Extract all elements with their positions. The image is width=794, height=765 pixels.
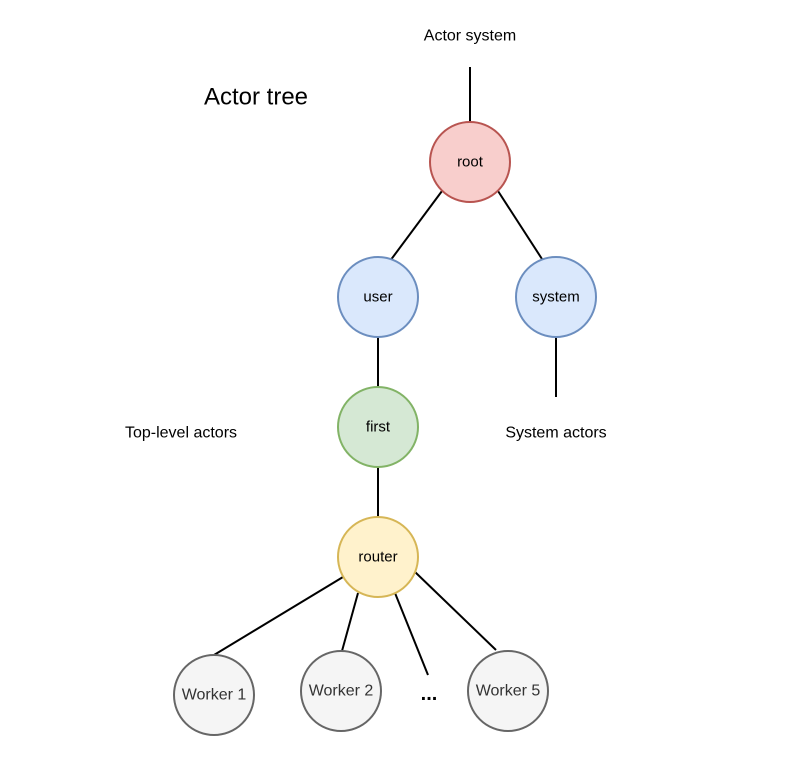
node-worker-1-label: Worker 1: [182, 687, 247, 704]
node-root: root: [429, 121, 511, 203]
node-first: first: [337, 386, 419, 468]
node-worker-5: Worker 5: [467, 650, 549, 732]
node-router-label: router: [358, 549, 397, 566]
node-root-circle: [429, 121, 511, 203]
node-user-circle: [337, 256, 419, 338]
node-system-label: system: [532, 289, 580, 306]
system-actors-label: System actors: [505, 425, 606, 442]
node-first-label: first: [366, 419, 391, 436]
node-worker-1: Worker 1: [173, 654, 255, 736]
node-first-circle: [337, 386, 419, 468]
node-worker-2: Worker 2: [300, 650, 382, 732]
node-router-circle: [337, 516, 419, 598]
node-system-circle: [515, 256, 597, 338]
node-worker-1-circle: [173, 654, 255, 736]
node-router: router: [337, 516, 419, 598]
actor-system-label: Actor system: [424, 28, 516, 45]
edge-router-worker2: [341, 592, 359, 652]
node-worker-5-label: Worker 5: [476, 683, 541, 700]
node-user: user: [337, 256, 419, 338]
edge-root-user: [389, 190, 443, 262]
node-worker-2-label: Worker 2: [309, 683, 374, 700]
diagram-title: Actor tree: [204, 84, 308, 111]
edge-router-worker1: [213, 576, 344, 656]
edge-root-system: [497, 190, 543, 260]
node-worker-5-circle: [467, 650, 549, 732]
node-root-label: root: [457, 154, 484, 171]
node-system: system: [515, 256, 597, 338]
edge-router-worker5: [413, 570, 497, 651]
top-level-actors-label: Top-level actors: [125, 425, 237, 442]
node-user-label: user: [363, 289, 392, 306]
edge-router-ellipsis: [394, 592, 429, 676]
node-worker-2-circle: [300, 650, 382, 732]
workers-ellipsis: ...: [421, 683, 438, 705]
